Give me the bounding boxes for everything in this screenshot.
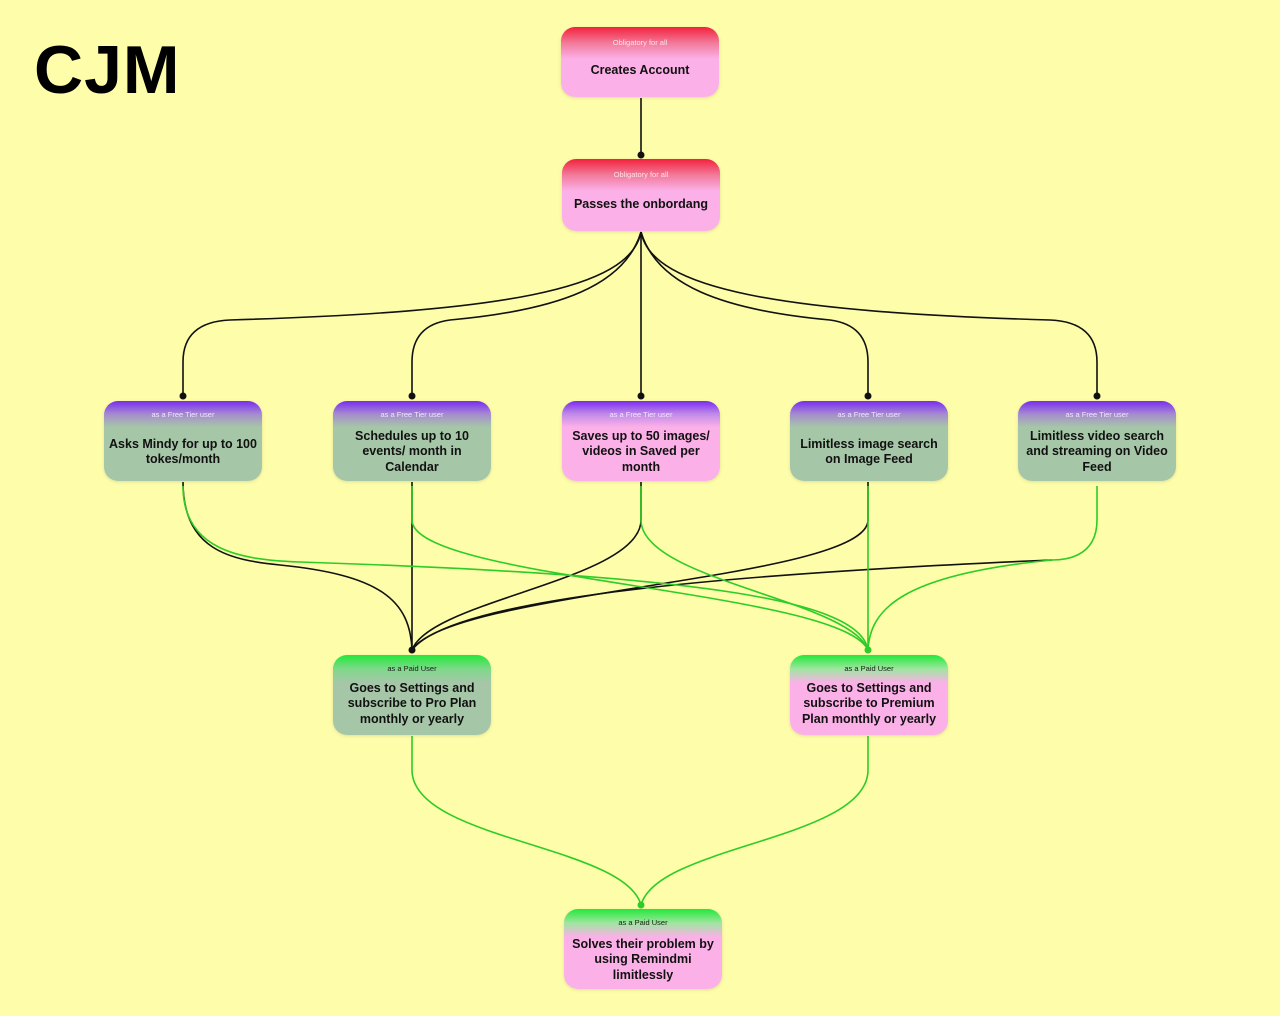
- node-caption: as a Free Tier user: [380, 410, 444, 419]
- node-caption: as a Paid User: [618, 918, 668, 927]
- edge-dots: [179, 151, 1101, 654]
- edge-f5-p2: [867, 486, 1098, 651]
- node-paid-premium-plan: as a Paid User Goes to Settings and subs…: [790, 655, 948, 735]
- node-passes-onboarding: Obligatory for all Passes the onbordang: [562, 159, 720, 231]
- edge-onboarding-f1: [182, 231, 642, 396]
- node-label: Creates Account: [590, 63, 690, 78]
- node-paid-solves-problem: as a Paid User Solves their problem by u…: [564, 909, 722, 989]
- edge-onboarding-f5: [640, 231, 1098, 396]
- node-free-schedule-events: as a Free Tier user Schedules up to 10 e…: [333, 401, 491, 481]
- node-label: Schedules up to 10 events/ month in Cale…: [355, 428, 469, 474]
- node-caption: as a Free Tier user: [1065, 410, 1129, 419]
- dot-p1: [408, 646, 416, 654]
- dot-f4: [864, 392, 872, 400]
- node-caption: as a Free Tier user: [151, 410, 215, 419]
- node-paid-pro-plan: as a Paid User Goes to Settings and subs…: [333, 655, 491, 735]
- edge-p2-final: [640, 736, 869, 906]
- dot-f3: [637, 392, 645, 400]
- node-caption: Obligatory for all: [612, 38, 668, 47]
- node-free-image-search: as a Free Tier user Limitless image sear…: [790, 401, 948, 481]
- edge-f4-p1: [411, 482, 869, 651]
- edge-f3-p1: [411, 482, 642, 651]
- node-label: Goes to Settings and subscribe to Premiu…: [801, 680, 937, 726]
- green-edges: [182, 485, 1098, 906]
- node-caption: as a Free Tier user: [837, 410, 901, 419]
- edge-dots-green: [637, 646, 872, 909]
- page-title: CJM: [34, 32, 181, 108]
- edge-p1-final: [411, 736, 642, 906]
- edge-f5-p1: [411, 559, 1053, 651]
- node-caption: as a Paid User: [844, 664, 894, 673]
- node-label: Asks Mindy for up to 100 tokes/month: [109, 436, 257, 467]
- node-free-ask-mindy: as a Free Tier user Asks Mindy for up to…: [104, 401, 262, 481]
- edge-onboarding-f2: [411, 231, 642, 396]
- node-free-video-search: as a Free Tier user Limitless video sear…: [1018, 401, 1176, 481]
- edge-f1-p1: [182, 481, 413, 651]
- node-label: Limitless image search on Image Feed: [800, 436, 938, 467]
- node-caption: as a Free Tier user: [609, 410, 673, 419]
- edge-f1-p2: [182, 485, 869, 651]
- node-label: Limitless video search and streaming on …: [1026, 428, 1168, 474]
- dot-f2: [408, 392, 416, 400]
- node-creates-account: Obligatory for all Creates Account: [561, 27, 719, 97]
- dot-p2: [864, 646, 872, 654]
- node-caption: Obligatory for all: [613, 170, 669, 179]
- edge-f3-p2: [640, 486, 869, 651]
- edge-onboarding-f4: [640, 231, 869, 396]
- node-label: Passes the onbordang: [573, 197, 709, 212]
- node-label: Saves up to 50 images/ videos in Saved p…: [572, 428, 710, 474]
- edge-f2-p2: [411, 486, 869, 651]
- dot-onboarding: [637, 151, 645, 159]
- dot-f5: [1093, 392, 1101, 400]
- node-free-save-images: as a Free Tier user Saves up to 50 image…: [562, 401, 720, 481]
- node-label: Goes to Settings and subscribe to Pro Pl…: [347, 680, 477, 726]
- dot-f1: [179, 392, 187, 400]
- node-caption: as a Paid User: [387, 664, 437, 673]
- node-label: Solves their problem by using Remindmi l…: [572, 936, 714, 982]
- dot-final: [637, 901, 645, 909]
